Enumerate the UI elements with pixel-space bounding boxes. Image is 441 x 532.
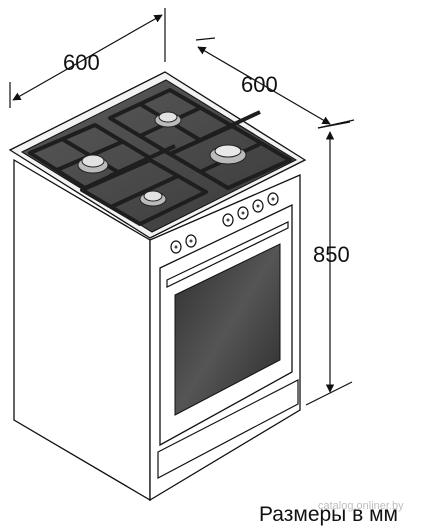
dimension-height: [305, 121, 353, 406]
burner-back-right: [154, 111, 182, 128]
caption: Размеры в мм: [259, 503, 398, 526]
width-label: 600: [63, 50, 100, 75]
burner-front-left: [139, 190, 167, 207]
storage-drawer: [157, 379, 299, 479]
watermark: catalog.onliner.by: [318, 500, 404, 512]
burner-back-left: [77, 154, 109, 174]
oven-window: [174, 243, 281, 416]
height-label: 850: [313, 242, 350, 267]
oven-handle: [166, 221, 289, 288]
stove: [8, 71, 307, 502]
depth-label: 600: [241, 72, 278, 97]
dimension-width: [9, 8, 166, 108]
burner-front-right: [209, 144, 247, 165]
